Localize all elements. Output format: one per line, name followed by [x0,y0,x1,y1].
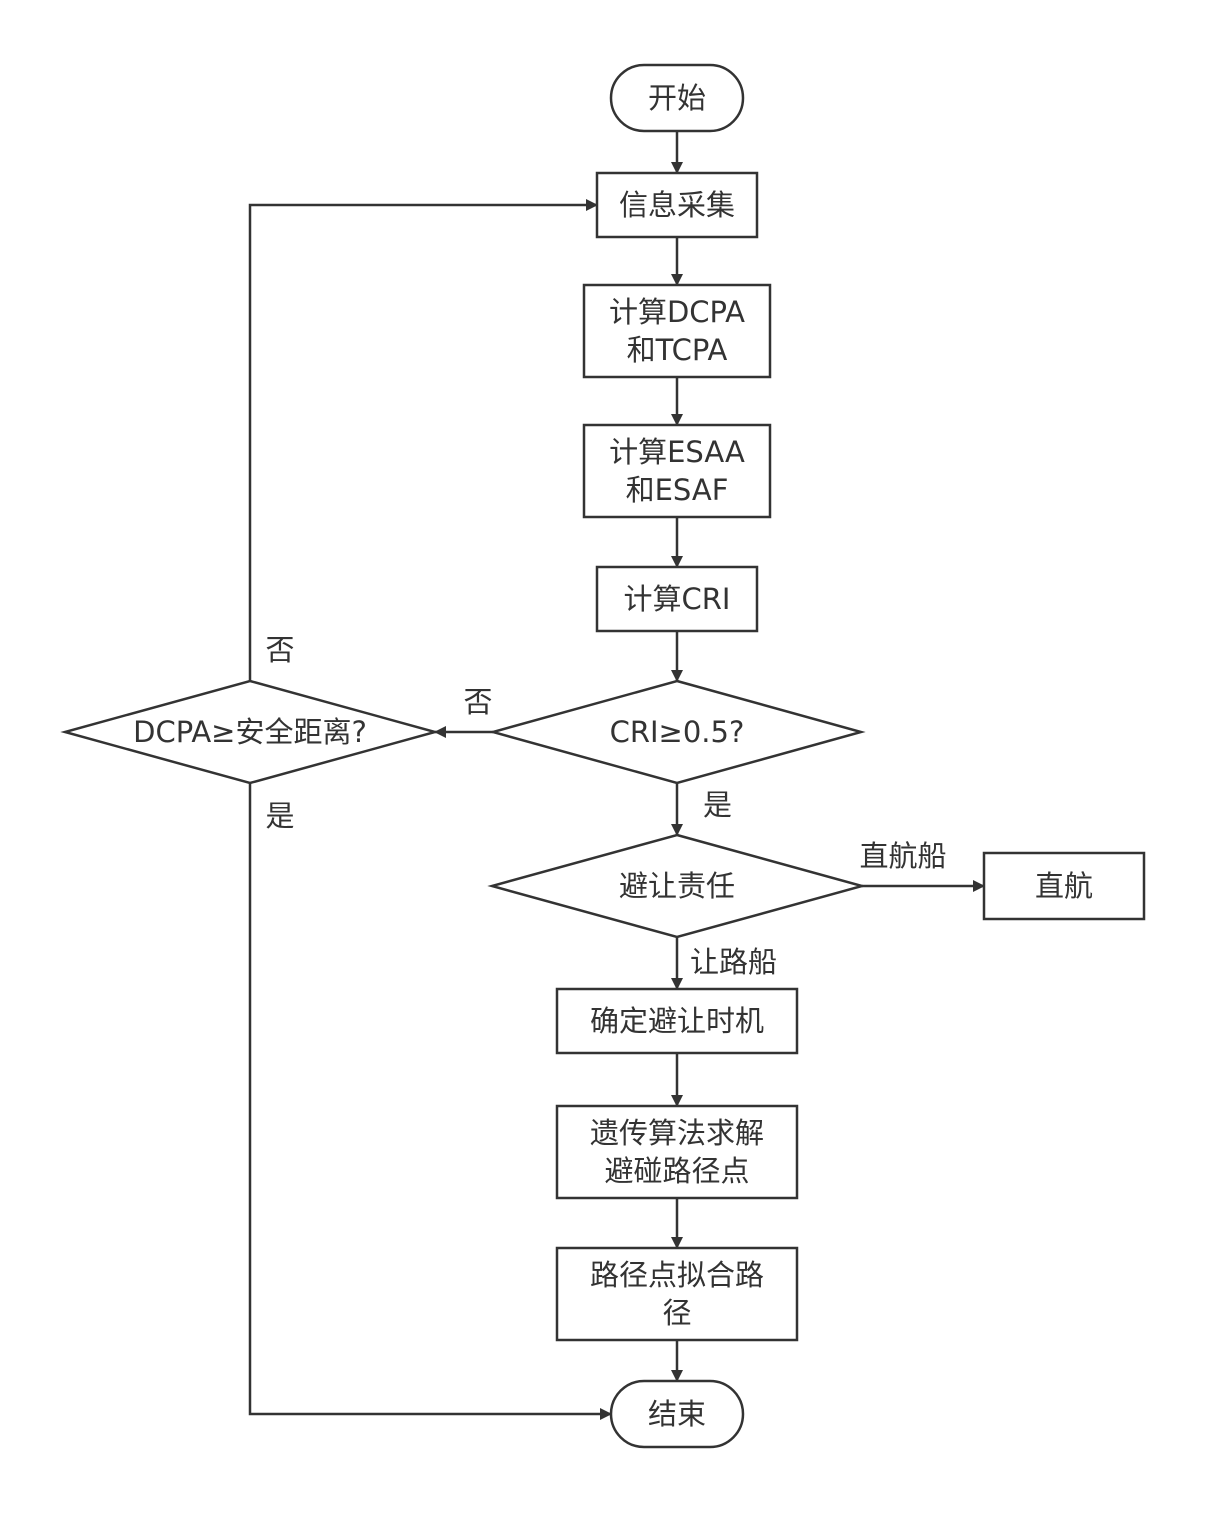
node-label: 结束 [648,1397,706,1431]
terminal-shape [609,1379,745,1449]
process-shape [555,1246,799,1342]
decision-shape [488,679,866,785]
node-label: 开始 [648,81,706,115]
edge-dcpa-check-to-collect [248,199,598,681]
node-dcpa-check: DCPA≥安全距离? [60,679,440,785]
node-label: 路径点拟合路 [590,1258,764,1292]
node-label: 避碰路径点 [604,1154,749,1188]
edge-label: 否 [265,633,294,667]
edge-label: 否 [463,685,492,719]
node-end: 结束 [609,1379,745,1449]
node-timing: 确定避让时机 [555,987,799,1055]
node-label: 避让责任 [619,869,735,903]
edge-dcpa-check-to-end [248,783,612,1420]
node-calc-esaa: 计算ESAA 和ESAF [582,423,772,519]
process-shape [555,1104,799,1200]
node-label: 径 [662,1296,691,1330]
terminal-shape [609,63,745,133]
node-label: 信息采集 [619,188,735,222]
decision-shape [487,833,867,939]
process-shape [582,283,772,379]
edge-label: 是 [703,788,732,822]
node-label: 计算ESAA [609,435,745,469]
node-collect: 信息采集 [595,171,759,239]
node-label: 确定避让时机 [590,1004,764,1038]
node-calc-cri: 计算CRI [595,565,759,633]
node-calc-dcpa: 计算DCPA 和TCPA [582,283,772,379]
process-shape [982,851,1146,921]
process-shape [595,171,759,239]
node-start: 开始 [609,63,745,133]
node-cri-check: CRI≥0.5? [488,679,866,785]
process-shape [582,423,772,519]
process-shape [595,565,759,633]
node-label: 直航 [1035,869,1093,903]
node-label: 遗传算法求解 [590,1116,764,1150]
node-label: 计算DCPA [609,295,745,329]
edge-label: 让路船 [690,945,777,979]
process-shape [555,987,799,1055]
node-label: 和TCPA [627,333,728,367]
node-straight: 直航 [982,851,1146,921]
node-label: 和ESAF [626,473,729,507]
edge-label: 是 [265,799,294,833]
node-label: 计算CRI [624,582,731,616]
node-label: CRI≥0.5? [610,715,745,749]
node-label: DCPA≥安全距离? [133,715,367,749]
node-responsibility: 避让责任 [487,833,867,939]
decision-shape [60,679,440,785]
edge-label: 直航船 [859,839,946,873]
